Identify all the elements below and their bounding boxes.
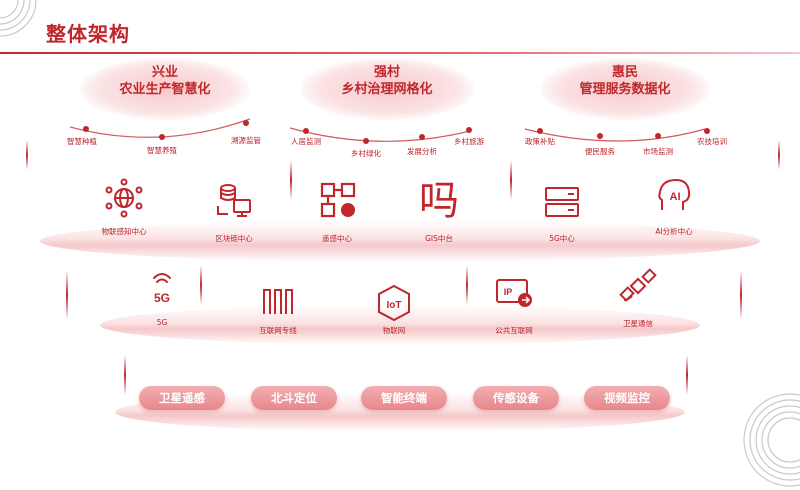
group-heading-line2: 乡村治理网格化 <box>341 82 433 97</box>
group-heading-line1: 惠民 <box>611 65 638 80</box>
ai-head-icon: AI <box>658 178 691 210</box>
accent-line <box>686 355 688 395</box>
5g-glyph-text: 5G <box>154 291 170 305</box>
connector-dot <box>419 134 425 140</box>
smart-terminal-button: 智能终端 <box>361 386 447 410</box>
platform-label: GIS中台 <box>425 234 453 243</box>
accent-line <box>290 160 292 200</box>
connector-dot <box>363 138 369 144</box>
platform-layer-band <box>40 220 760 262</box>
sensor-device-button: 传感设备 <box>473 386 559 410</box>
beidou-positioning-button: 北斗定位 <box>251 386 337 410</box>
satellite-sensing-button: 卫星遥感 <box>139 386 225 410</box>
video-monitoring-button: 视频监控 <box>584 386 670 410</box>
sub-label: 溯源监管 <box>231 136 261 145</box>
sub-label: 便民服务 <box>585 147 615 156</box>
connector-dot <box>303 128 309 134</box>
group-heading-qiangcun: 强村 乡村治理网格化 <box>317 64 457 98</box>
platform-label: 5G中心 <box>549 234 575 243</box>
platform-label: 区块链中心 <box>215 234 253 243</box>
accent-line <box>66 270 68 320</box>
network-label: 卫星通信 <box>623 319 653 328</box>
group-glow <box>80 58 250 120</box>
accent-line <box>466 265 468 305</box>
sub-label: 乡村绿化 <box>351 149 381 158</box>
dedicated-line-icon <box>263 289 293 314</box>
network-label: 物联网 <box>382 326 406 335</box>
group-heading-line1: 兴业 <box>151 65 178 80</box>
satellite-icon <box>619 268 657 302</box>
network-label: 公共互联网 <box>495 326 533 335</box>
network-layer-band <box>100 305 700 345</box>
accent-line <box>510 160 512 200</box>
5g-signal-icon: 5G <box>153 273 171 305</box>
sub-label: 人居监测 <box>291 137 321 146</box>
sub-label: 市场监测 <box>643 147 673 156</box>
network-label: 互联网专线 <box>259 326 297 335</box>
accent-line <box>124 355 126 395</box>
public-internet-icon: IP <box>496 279 532 307</box>
corner-swirl-decoration <box>0 0 37 37</box>
connector-dot <box>159 134 165 140</box>
accent-line <box>200 265 202 305</box>
page-title: 整体架构 <box>46 22 130 46</box>
group-heading-line2: 管理服务数据化 <box>579 82 671 97</box>
remote-sensing-grid-icon <box>320 182 356 218</box>
connector-dot <box>597 133 603 139</box>
connector-dot <box>655 133 661 139</box>
accent-line <box>740 270 742 320</box>
sub-label: 智慧养殖 <box>147 146 177 155</box>
accent-line <box>778 140 780 170</box>
platform-label: 物联感知中心 <box>101 227 147 236</box>
platform-label: AI分析中心 <box>655 227 693 236</box>
sub-label: 发展分析 <box>407 147 437 156</box>
connector-dot <box>704 128 710 134</box>
gis-glyph-icon: 吗 <box>419 178 459 224</box>
ai-glyph-text: AI <box>670 191 681 203</box>
group-heading-line2: 农业生产智慧化 <box>119 82 211 97</box>
connector-dot <box>537 128 543 134</box>
iot-glyph-text: IoT <box>387 300 402 311</box>
iot-hexagon-icon: IoT <box>378 284 410 322</box>
database-terminal-icon <box>217 184 251 217</box>
title-underline <box>0 52 800 54</box>
server-rack-icon <box>545 187 579 217</box>
platform-label: 遥感中心 <box>322 234 352 243</box>
group-glow <box>300 58 475 120</box>
corner-swirl-decoration <box>743 393 800 487</box>
group-glow <box>540 58 710 120</box>
connector-dot <box>83 126 89 132</box>
group-heading-huimin: 惠民 管理服务数据化 <box>555 64 695 98</box>
group-heading-line1: 强村 <box>373 65 400 80</box>
sub-label: 乡村旅游 <box>454 137 484 146</box>
globe-network-icon <box>105 178 143 218</box>
connector-dot <box>243 120 249 126</box>
sub-label: 智慧种植 <box>67 137 97 146</box>
ip-glyph-text: IP <box>504 287 513 297</box>
network-label: 5G <box>156 318 168 327</box>
connector-dot <box>466 127 472 133</box>
sub-label: 农技培训 <box>697 137 727 146</box>
accent-line <box>26 140 28 170</box>
group-heading-xingye: 兴业 农业生产智慧化 <box>95 64 235 98</box>
sub-label: 政策补贴 <box>525 137 555 146</box>
